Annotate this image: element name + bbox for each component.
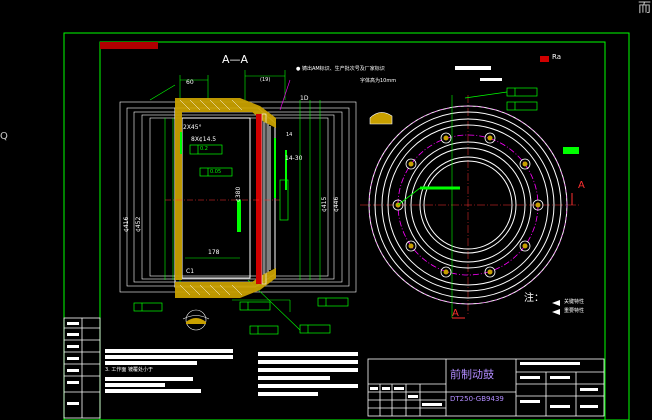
title-cn: 前制动鼓 bbox=[450, 368, 494, 381]
dim-chamfer: 2X45° bbox=[183, 124, 202, 131]
dim-d452: ¢452 bbox=[135, 216, 142, 232]
roughness-label: Ra bbox=[552, 53, 561, 61]
dim-flat: 0.05 bbox=[210, 169, 222, 175]
notes-heading: 注： bbox=[524, 293, 544, 304]
dim-holes: 8X¢14.5 bbox=[191, 136, 217, 143]
dim-d416: ¢416 bbox=[123, 216, 130, 232]
dim-ring-14: 14 bbox=[286, 132, 293, 138]
tech-requirements bbox=[105, 349, 358, 396]
dim-width-small: (19) bbox=[260, 77, 271, 83]
top-note-2: 字体高为10mm bbox=[360, 78, 397, 84]
drawing-id-block bbox=[100, 42, 158, 49]
left-side-block bbox=[63, 317, 101, 419]
top-note-1: ● 铸出AM标识、生产批次号及厂家标识 bbox=[296, 66, 385, 72]
inner-frame bbox=[99, 41, 606, 420]
dim-width-60: 60 bbox=[186, 79, 194, 86]
dim-thread: 14-30 bbox=[285, 155, 303, 162]
front-view bbox=[360, 56, 580, 319]
dim-d380: ¢380 bbox=[235, 186, 242, 202]
left-edge-glyph: Q bbox=[0, 131, 8, 142]
legend-item-important: 重要特性 bbox=[564, 308, 585, 314]
outer-frame bbox=[63, 32, 630, 420]
dim-d415: ¢415 bbox=[321, 196, 328, 212]
view-marker-bottom: A bbox=[452, 308, 459, 319]
dim-d446: ¢446 bbox=[333, 196, 340, 212]
section-view-label: A—A bbox=[222, 53, 249, 66]
top-corner-glyph: 而 bbox=[638, 1, 652, 16]
legend-item-key: 关键特性 bbox=[564, 299, 585, 305]
view-marker-right: A bbox=[578, 180, 585, 191]
dim-c1: C1 bbox=[186, 268, 195, 275]
dim-frame-mark: 1D bbox=[300, 95, 309, 102]
section-view bbox=[119, 70, 393, 335]
dim-pos: 0.2 bbox=[200, 146, 208, 152]
drawing-number: DT250-GB9439 bbox=[450, 395, 504, 403]
tech-req-line: 3. 工作面 镀覆处小于 bbox=[105, 367, 153, 373]
dim-len-178: 178 bbox=[208, 249, 220, 256]
title-block bbox=[367, 358, 605, 417]
